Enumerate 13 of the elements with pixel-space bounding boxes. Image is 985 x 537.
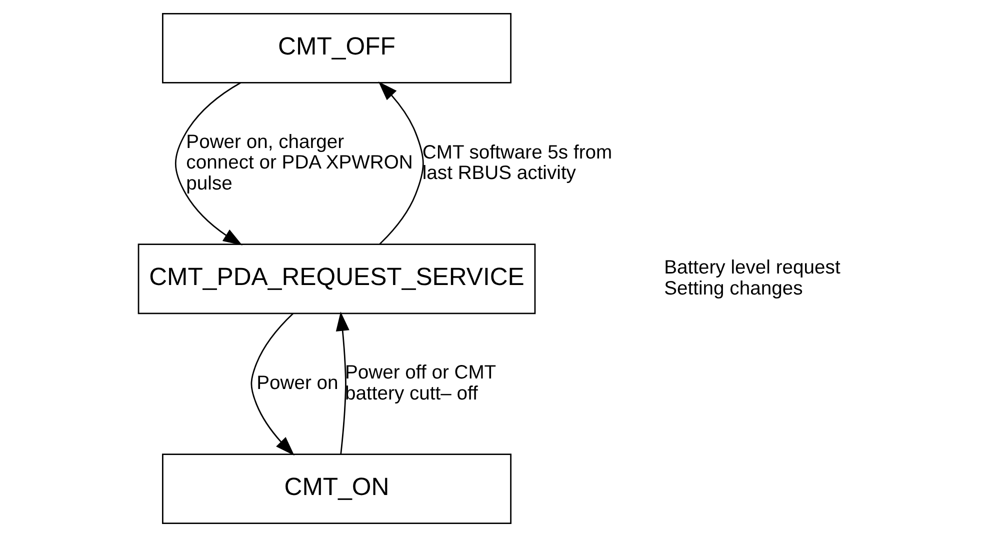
edge-label: Power on, charger connect or PDA XPWRON pulse: [186, 132, 413, 194]
node-label: Setting changes: [664, 278, 803, 300]
node-box: CMT_ON: [162, 454, 512, 524]
arrow: [175, 82, 242, 246]
arrow: [336, 312, 350, 454]
arrow: [378, 82, 424, 244]
edge-label: Power off or CMT battery cutt– off: [345, 362, 496, 404]
arrow: [250, 313, 294, 456]
node-box: CMT_PDA_REQUEST_SERVICE: [138, 244, 536, 314]
node-box: CMT_OFF: [162, 12, 512, 84]
edge-label: Power on: [256, 372, 338, 394]
edge-label: CMT software 5s from last RBUS activity: [422, 142, 612, 184]
node-label: Battery level request: [664, 258, 840, 279]
